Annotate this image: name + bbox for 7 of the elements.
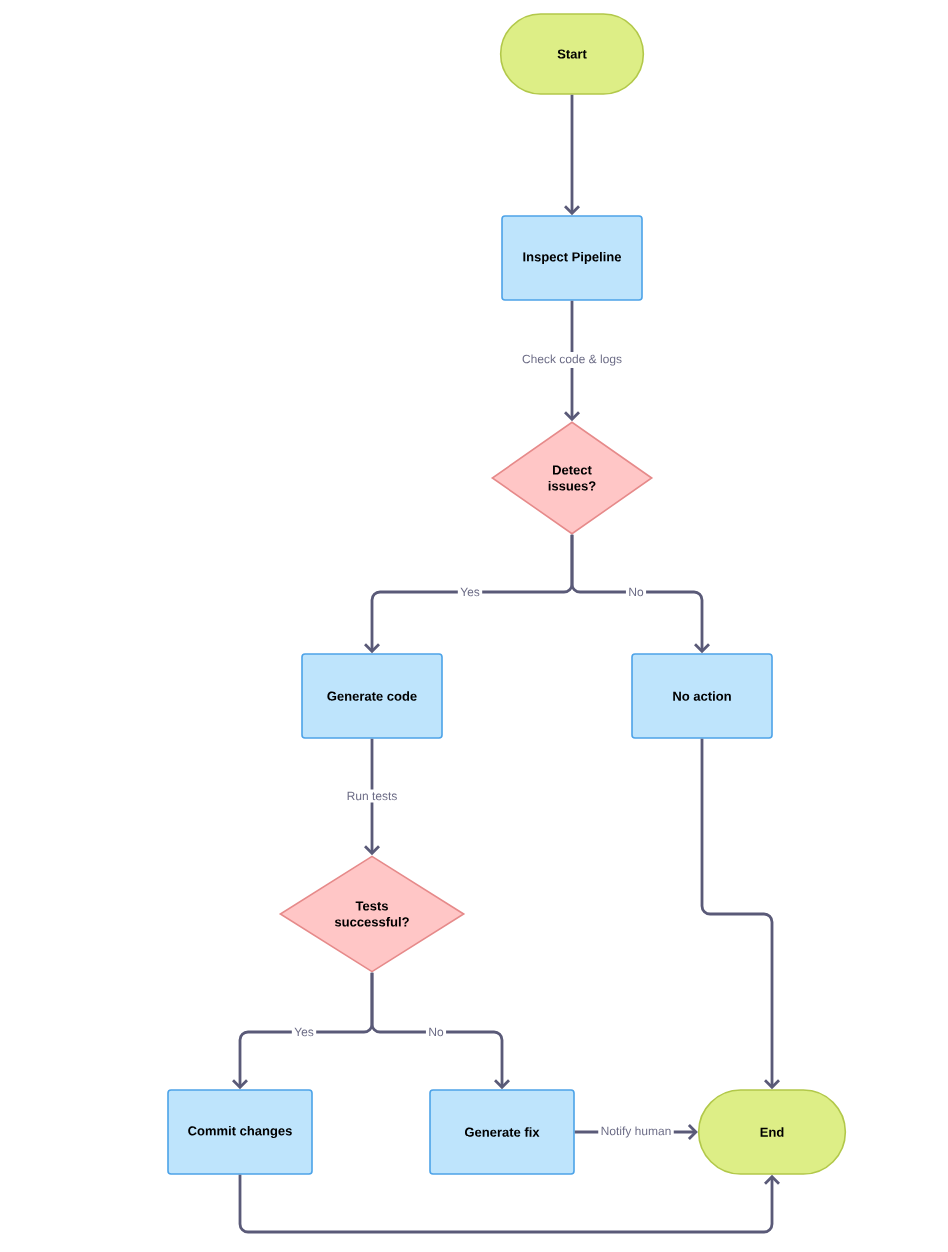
arrow [564,300,580,422]
arrow [700,738,780,1090]
arrow [564,94,580,216]
arrow [238,1174,780,1234]
arrow [570,534,710,654]
arrow [364,738,380,856]
arrow [370,972,510,1090]
